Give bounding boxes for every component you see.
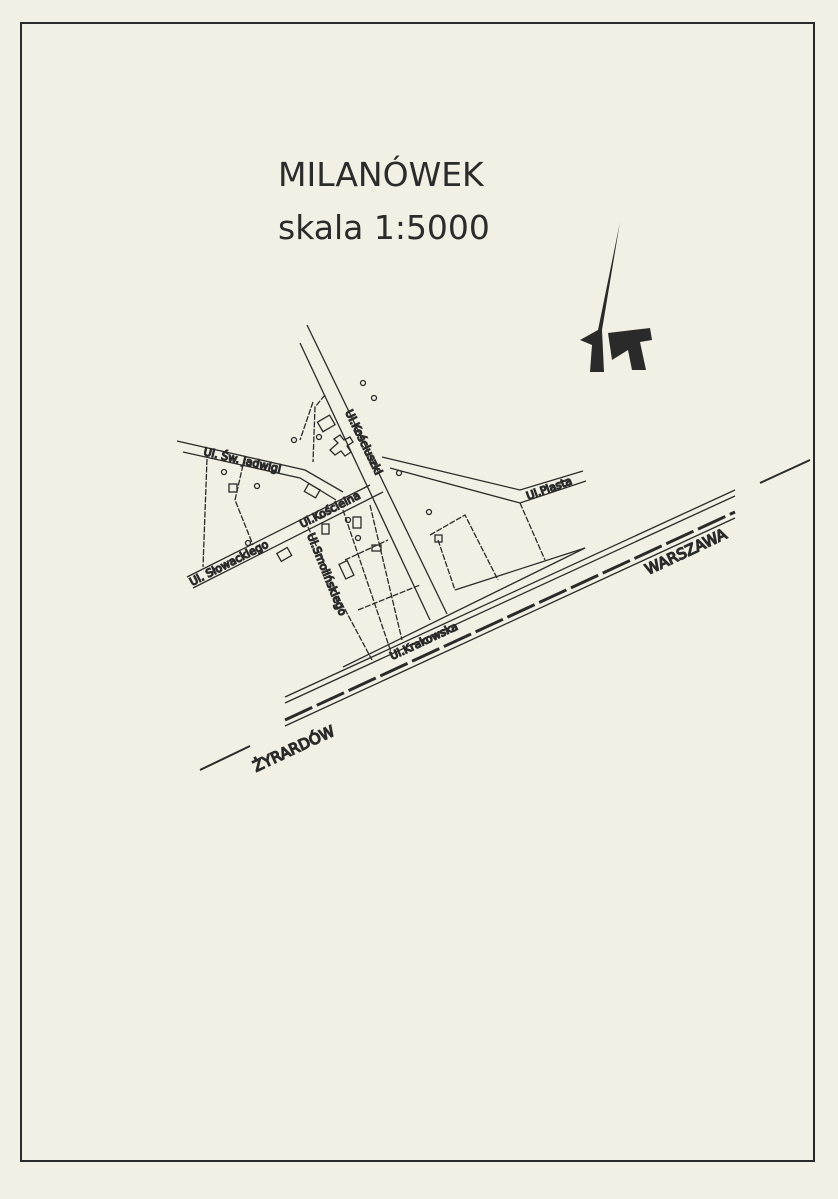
label-smolinskiego: Ul.Smolińskiego (304, 531, 349, 617)
street-jadwigi (176, 440, 344, 501)
map-scale: skala 1:5000 (278, 208, 490, 247)
label-piasta: Ul.Piasta (525, 474, 574, 502)
north-arrow-icon (580, 222, 652, 372)
label-kosciuszki: Ul.Kościuszki (342, 408, 385, 477)
plot-boundaries (202, 394, 546, 661)
street-koscielna (186, 484, 384, 589)
railway (199, 459, 811, 771)
street-kosciuszki (299, 324, 448, 621)
label-jadwigi: Ul. Św. Jadwigi (202, 445, 282, 475)
trees (220, 379, 433, 547)
map-border (20, 22, 815, 1162)
buildings (228, 414, 443, 580)
fence (454, 547, 586, 591)
label-zyrardow: ŻYRARDÓW (250, 721, 338, 776)
label-slowackiego: Ul. Słowackiego (187, 538, 270, 589)
church-icon (329, 434, 354, 457)
map-title: MILANÓWEK (278, 155, 484, 194)
